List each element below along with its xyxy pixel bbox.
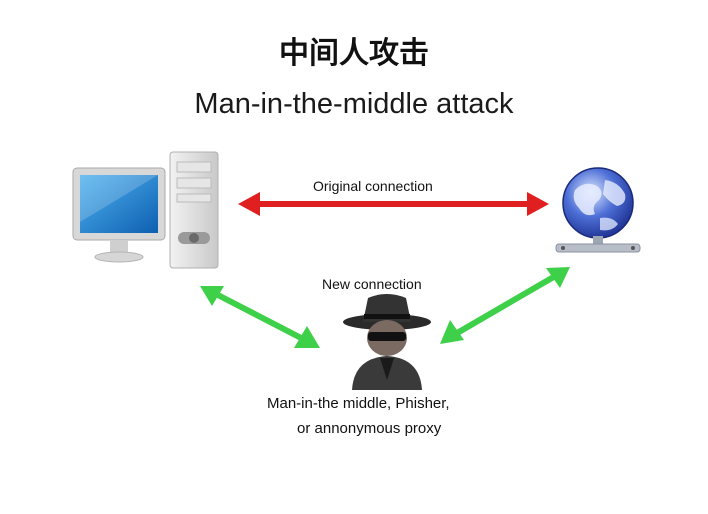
original-connection-arrow bbox=[238, 192, 549, 216]
new-connection-arrow-right bbox=[440, 267, 570, 344]
new-connection-label: New connection bbox=[322, 276, 422, 292]
computer-icon bbox=[72, 151, 219, 269]
title-chinese: 中间人攻击 bbox=[279, 36, 429, 71]
globe-server-icon bbox=[555, 167, 641, 253]
new-connection-arrow-left bbox=[200, 286, 320, 348]
attacker-caption-line2: or annonymous proxy bbox=[297, 420, 442, 437]
title-english: Man-in-the-middle attack bbox=[194, 88, 514, 120]
hacker-icon bbox=[343, 294, 431, 390]
original-connection-label: Original connection bbox=[313, 178, 433, 194]
attacker-caption-line1: Man-in-the middle, Phisher, bbox=[267, 395, 450, 412]
